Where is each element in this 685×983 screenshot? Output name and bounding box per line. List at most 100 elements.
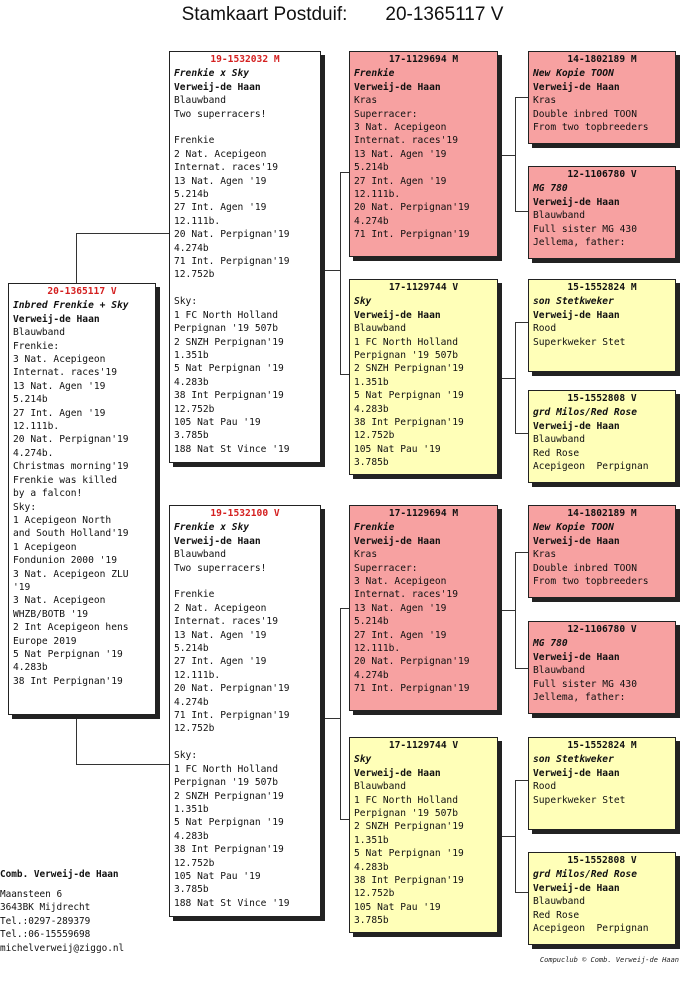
note-line: 105 Nat Pau '19 xyxy=(174,416,261,428)
note-line: 5.214b xyxy=(354,616,389,628)
note-line: Full sister MG 430 xyxy=(533,223,637,235)
note-line: Jellema, father: xyxy=(533,237,626,249)
ring-number: 15-1552824 M xyxy=(567,282,637,293)
note-line: Blauwband xyxy=(533,210,585,222)
breeder-name: Verweij-de Haan xyxy=(533,767,620,779)
note-line: Perpignan '19 507b xyxy=(174,777,278,789)
connector-sd-vertical xyxy=(515,322,516,433)
note-line: 12.752b xyxy=(354,430,395,442)
note-line: 4.274b. xyxy=(13,447,54,459)
pigeon-name: Frenkie x Sky xyxy=(174,522,250,534)
note-line: 12.111b. xyxy=(354,643,401,655)
connector-ss-vertical xyxy=(515,97,516,211)
note-line: 2 SNZH Perpignan'19 xyxy=(174,790,284,802)
note-line: Internat. races'19 xyxy=(174,616,278,628)
note-line: Acepigeon Perpignan xyxy=(533,923,649,935)
note-line: Blauwband xyxy=(354,781,406,793)
ring-number: 20-1365117 V xyxy=(47,286,117,297)
ring-number: 19-1532032 M xyxy=(210,54,280,65)
note-line: Blauwband xyxy=(533,665,585,677)
note-line: 4.283b xyxy=(354,861,389,873)
note-line: Double inbred TOON xyxy=(533,108,637,120)
connector-ds-bottom xyxy=(515,668,528,669)
note-line: 2 Nat. Acepigeon xyxy=(174,148,267,160)
note-line: 2 Nat. Acepigeon xyxy=(174,602,267,614)
note-line: 5 Nat Perpignan '19 xyxy=(354,390,464,402)
note-line: Internat. races'19 xyxy=(354,589,458,601)
breeder-name: Verweij-de Haan xyxy=(13,313,100,325)
note-line: Two superracers! xyxy=(174,108,267,120)
pigeon-name: Inbred Frenkie + Sky xyxy=(13,300,129,312)
note-line: 13 Nat. Agen '19 xyxy=(174,629,267,641)
note-line: '19 xyxy=(13,581,31,593)
owner-address-line: 3643BK Mijdrecht xyxy=(0,902,91,913)
note-line: 27 Int. Agen '19 xyxy=(174,202,267,214)
note-line: 27 Int. Agen '19 xyxy=(13,407,106,419)
note-line: 71 Int. Perpignan'19 xyxy=(354,229,470,241)
note-line: Blauwband xyxy=(174,95,226,107)
pigeon-name: New Kopie TOON xyxy=(533,68,614,80)
note-line: Two superracers! xyxy=(174,562,267,574)
ring-number: 17-1129694 M xyxy=(388,54,459,65)
breeder-name: Verweij-de Haan xyxy=(533,420,620,432)
note-line: 5 Nat Perpignan '19 xyxy=(174,363,284,375)
pigeon-name: Frenkie xyxy=(354,68,395,80)
connector-dam-top xyxy=(340,608,349,609)
ring-number: 19-1532100 V xyxy=(210,508,280,519)
note-line: From two topbreeders xyxy=(533,122,649,134)
note-line: Blauwband xyxy=(354,323,406,335)
note-line: 27 Int. Agen '19 xyxy=(174,656,267,668)
note-line: Superkweker Stet xyxy=(533,336,626,348)
note-line: WHZB/BOTB '19 xyxy=(13,608,89,620)
note-line: 4.283b xyxy=(174,830,209,842)
note-line: 3.785b xyxy=(354,457,389,469)
note-line: Blauwband xyxy=(174,549,226,561)
note-line: 5.214b xyxy=(13,394,48,406)
note-line: 4.274b xyxy=(174,242,209,254)
note-line: Perpignan '19 507b xyxy=(354,808,458,820)
ring-number: 14-1802189 M xyxy=(567,54,637,65)
connector-sire-vertical xyxy=(340,172,341,374)
note-line: Internat. races'19 xyxy=(174,162,278,174)
connector-subject-vertical-lower xyxy=(76,716,77,764)
note-line: 12.752b xyxy=(174,269,215,281)
connector-dam-bottom xyxy=(340,819,349,820)
ring-number: 17-1129744 V xyxy=(388,740,459,751)
note-line: 1.351b xyxy=(174,349,209,361)
pigeon-name: MG 780 xyxy=(533,183,568,195)
breeder-name: Verweij-de Haan xyxy=(174,535,261,547)
note-line: 38 Int Perpignan'19 xyxy=(354,417,464,429)
note-line: 71 Int. Perpignan'19 xyxy=(174,256,290,268)
pigeon-name: Frenkie x Sky xyxy=(174,68,250,80)
note-line: 1 Acepigeon xyxy=(13,541,77,553)
ring-number: 15-1552824 M xyxy=(567,740,637,751)
note-line: Superracer: xyxy=(354,562,418,574)
note-line: 71 Int. Perpignan'19 xyxy=(354,683,470,695)
note-line: From two topbreeders xyxy=(533,576,649,588)
note-line: 1 FC North Holland xyxy=(174,763,278,775)
note-line: Sky: xyxy=(174,296,198,308)
ring-number: 14-1802189 M xyxy=(567,508,637,519)
note-line: 20 Nat. Perpignan'19 xyxy=(354,202,470,214)
note-line: 105 Nat Pau '19 xyxy=(174,870,261,882)
owner-phone: Tel.:0297-289379 xyxy=(0,915,91,927)
owner-block: Comb. Verweij-de Haan Maansteen 6 3643BK… xyxy=(0,868,124,955)
note-line: Superracer: xyxy=(354,108,418,120)
pigeon-name: Sky xyxy=(354,754,372,766)
note-line xyxy=(174,736,316,749)
note-line: 71 Int. Perpignan'19 xyxy=(174,710,290,722)
note-line: 27 Int. Agen '19 xyxy=(354,175,447,187)
connector-dam-vertical xyxy=(340,608,341,819)
note-line: Jellema, father: xyxy=(533,692,626,704)
note-line: 1.351b xyxy=(354,834,389,846)
note-line xyxy=(174,282,316,295)
connector-dd-top xyxy=(515,780,528,781)
